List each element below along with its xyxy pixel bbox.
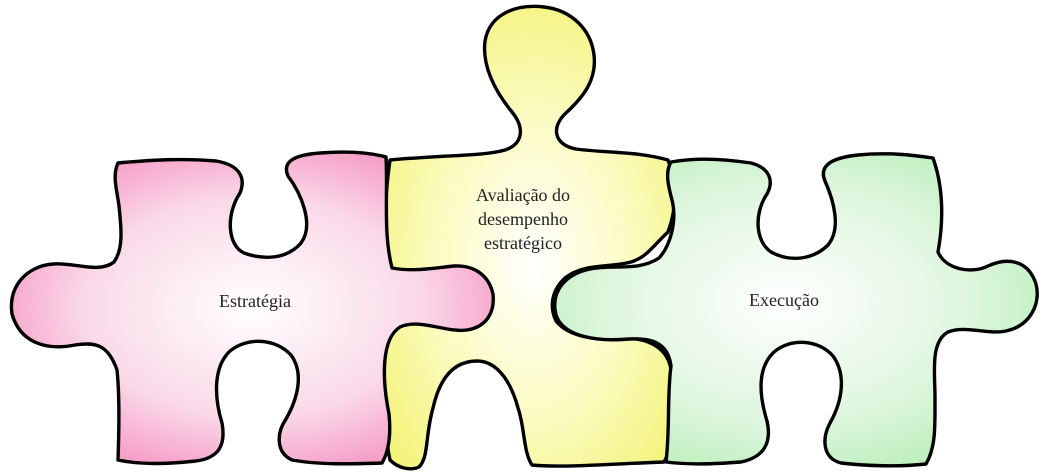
strategy-piece	[9, 150, 495, 466]
execution-label: Execução	[749, 290, 819, 310]
evaluation-label: Avaliação do desempenho estratégico	[458, 183, 588, 255]
strategy-label: Estratégia	[219, 291, 291, 311]
evaluation-label-line-2: desempenho	[478, 209, 568, 229]
evaluation-label-line-3: estratégico	[484, 233, 562, 253]
evaluation-label-line-1: Avaliação do	[475, 185, 571, 205]
execution-piece	[553, 152, 1039, 468]
